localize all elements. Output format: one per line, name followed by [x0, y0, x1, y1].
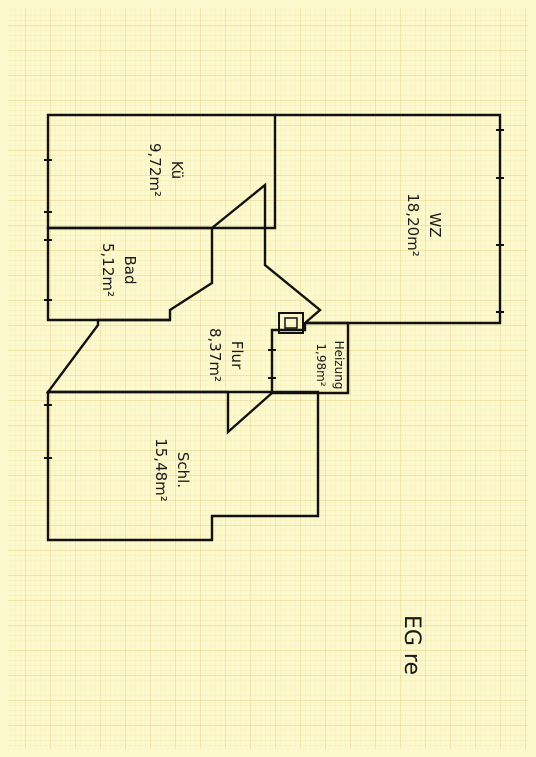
room-schlafzimmer-name: Schl. — [174, 452, 192, 488]
chimney-outer — [278, 312, 304, 334]
window-ticks — [44, 129, 504, 459]
chimney-inner — [284, 317, 298, 329]
room-kueche-area: 9,72m² — [146, 143, 164, 197]
room-schlafzimmer-area: 15,48m² — [152, 438, 170, 502]
floor-plan — [44, 113, 504, 542]
room-heizung-name: Heizung — [332, 341, 346, 390]
room-label-bad: Bad 5,12m² — [99, 243, 139, 297]
room-label-schlafzimmer: Schl. 15,48m² — [152, 438, 192, 502]
room-wohnzimmer-area: 18,20m² — [404, 193, 422, 257]
room-bad-area: 5,12m² — [99, 243, 117, 297]
room-flur-area: 8,37m² — [206, 328, 224, 382]
room-heizung-area: 1,98m² — [314, 343, 328, 386]
room-kueche-name: Kü — [168, 161, 186, 180]
room-wohnzimmer-name: WZ — [426, 212, 444, 237]
room-kueche-walls — [46, 113, 277, 230]
room-label-kueche: Kü 9,72m² — [146, 143, 186, 197]
room-bad-name: Bad — [121, 255, 139, 284]
sheet-label-group: EG re — [399, 615, 424, 675]
room-flur-name: Flur — [228, 341, 246, 370]
room-label-flur: Flur 8,37m² — [206, 328, 246, 382]
room-label-wohnzimmer: WZ 18,20m² — [404, 193, 444, 257]
room-schlafzimmer-walls — [46, 390, 320, 542]
sheet-label: EG re — [399, 615, 424, 675]
room-flur-walls — [45, 182, 322, 435]
room-label-heizung: Heizung 1,98m² — [314, 341, 346, 390]
room-wohnzimmer-walls — [275, 113, 502, 325]
